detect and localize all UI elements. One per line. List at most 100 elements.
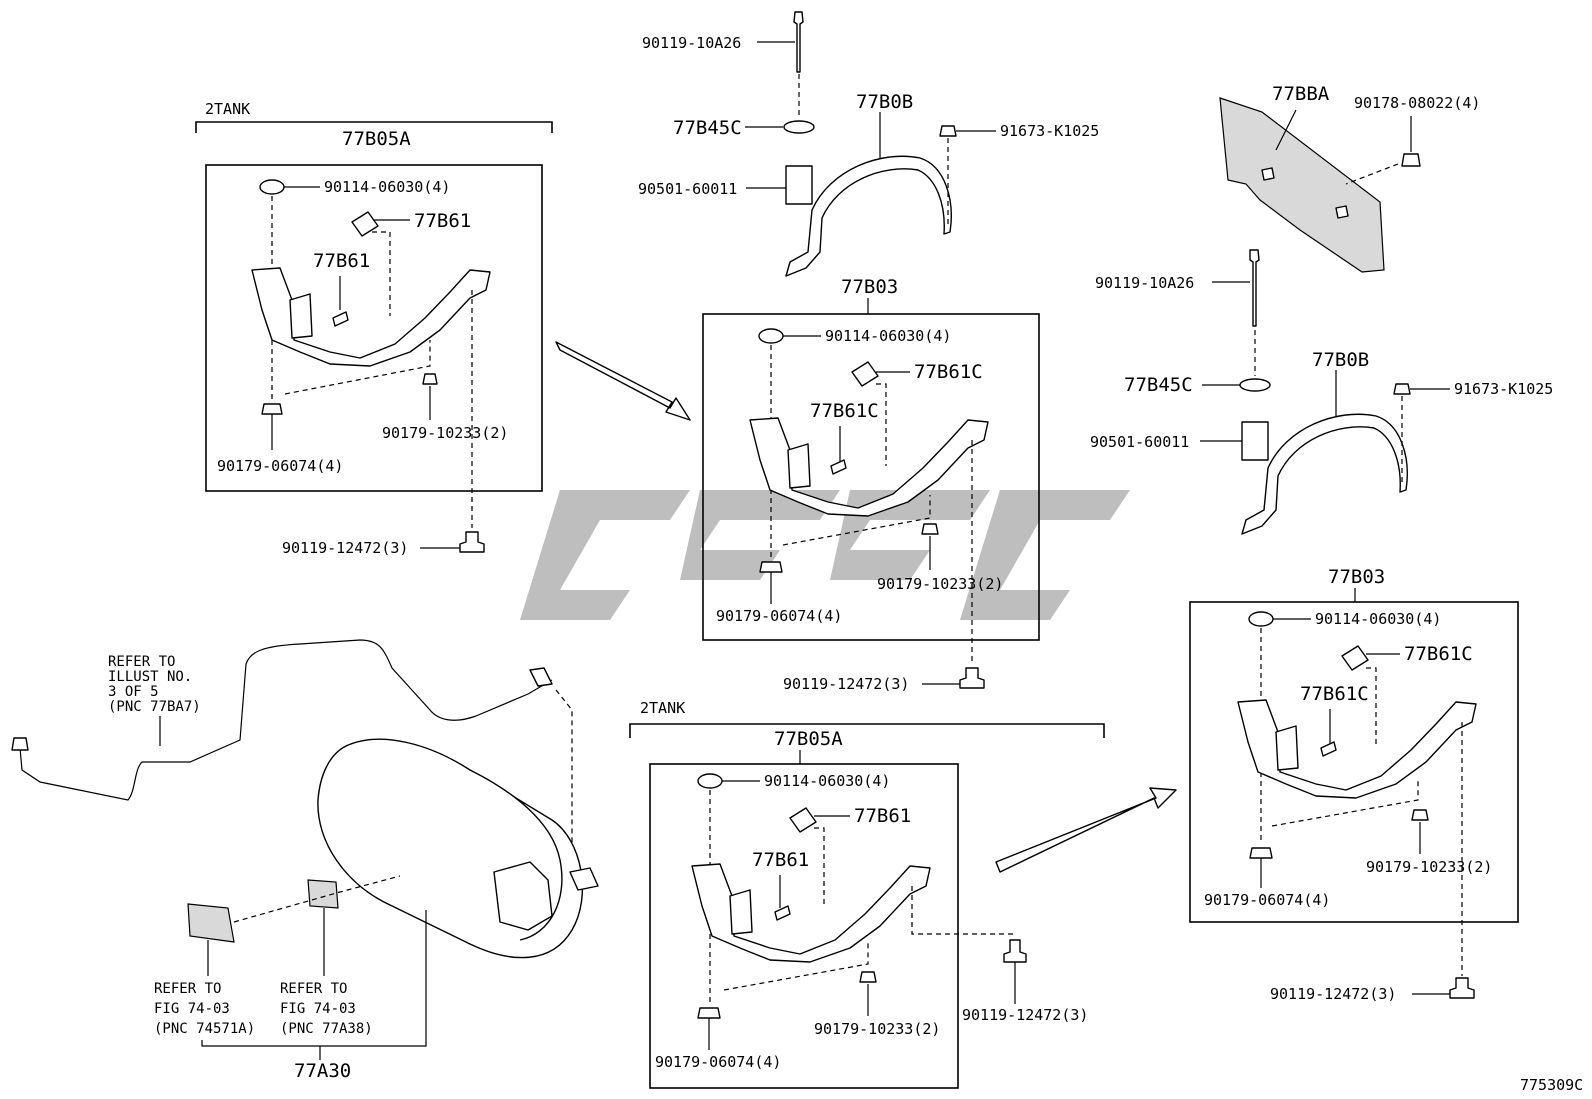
diagram-code: 775309C (1520, 1076, 1583, 1094)
group-2tank-top: 2TANK 77B05A 90114-06030(4) 77B61 77B61 … (195, 100, 553, 528)
clip-bolt-label[interactable]: 91673-K1025 (1454, 380, 1553, 398)
pad-side-label[interactable]: 77B61C (810, 400, 879, 422)
nut-icon (1249, 847, 1273, 859)
bolt-label[interactable]: 90114-06030(4) (324, 178, 450, 196)
assembly-box (205, 164, 543, 492)
collar-label[interactable]: 90501-60011 (1090, 433, 1189, 451)
assembly-box (649, 763, 959, 1089)
assembly-label[interactable]: 77B05A (342, 128, 411, 150)
collar-label[interactable]: 90501-60011 (638, 180, 737, 198)
cover-label[interactable]: 77BBA (1272, 83, 1330, 105)
mount-bolt-c: 90119-12472(3) (962, 939, 1088, 1024)
bolt-label[interactable]: 90114-06030(4) (1315, 610, 1441, 628)
cushion-label[interactable]: 77B45C (673, 117, 742, 139)
refer-illust-line[interactable]: ILLUST NO. (108, 669, 192, 685)
bracket-icon (251, 267, 491, 367)
nut-icon (759, 561, 783, 573)
nut-label[interactable]: 90179-06074(4) (655, 1053, 781, 1071)
bolt-icon (1003, 939, 1027, 963)
mount-bolt-label[interactable]: 90119-12472(3) (783, 675, 909, 693)
refer-label-b-line[interactable]: REFER TO (280, 981, 347, 997)
clip-bolt-label[interactable]: 91673-K1025 (1000, 122, 1099, 140)
bolt-icon (959, 667, 985, 689)
spacer-icon (921, 523, 939, 535)
group-bracket-line (195, 121, 553, 133)
mount-bolt-a: 90119-12472(3) (282, 531, 485, 557)
assembly-bracket-line (201, 910, 427, 1047)
assembly-box (702, 313, 1040, 641)
bolt-icon (459, 531, 485, 553)
pad-icon (851, 361, 879, 387)
tank-assembly-label[interactable]: 77A30 (294, 1060, 351, 1082)
band-assembly-top: 90119-10A26 77B45C 90501-60011 77B0B 916… (638, 11, 1099, 277)
refer-label-b-line[interactable]: (PNC 77A38) (280, 1021, 373, 1037)
cushion-label[interactable]: 77B45C (1124, 374, 1193, 396)
pad-top-label[interactable]: 77B61 (854, 805, 911, 827)
bolt-icon (259, 179, 285, 195)
label-sticker-icon (307, 879, 339, 909)
cushion-icon (1239, 378, 1271, 392)
band-icon (1241, 413, 1408, 535)
cover-icon (1219, 97, 1385, 273)
long-bolt-label[interactable]: 90119-10A26 (1095, 274, 1194, 292)
clip-bolt-icon (1393, 383, 1411, 395)
pad-top-label[interactable]: 77B61 (414, 210, 471, 232)
cushion-icon (783, 120, 815, 134)
bolt-icon (758, 328, 784, 344)
collar-icon (785, 165, 813, 205)
band-label[interactable]: 77B0B (856, 91, 913, 113)
refer-label-a-line[interactable]: REFER TO (154, 981, 221, 997)
bolt-icon (1449, 977, 1475, 999)
bolt-icon (697, 773, 723, 789)
group-bracket-line (629, 723, 1105, 738)
nut-label[interactable]: 90179-06074(4) (217, 457, 343, 475)
spacer-label[interactable]: 90179-10233(2) (382, 424, 508, 442)
nut-label[interactable]: 90179-06074(4) (1204, 891, 1330, 909)
bolt-icon (1248, 611, 1274, 627)
bolt-label[interactable]: 90114-06030(4) (825, 327, 951, 345)
refer-illust-line[interactable]: REFER TO (108, 654, 175, 670)
collar-icon (1241, 421, 1269, 461)
mount-bolt-label[interactable]: 90119-12472(3) (282, 539, 408, 557)
group-title: 2TANK (640, 699, 685, 717)
assembly-label[interactable]: 77B05A (774, 728, 843, 750)
bracket-icon (1237, 699, 1477, 799)
pad-side-label[interactable]: 77B61C (1300, 683, 1369, 705)
assembly-label[interactable]: 77B03 (1328, 566, 1385, 588)
clip-bolt-icon (939, 125, 957, 137)
nut-label[interactable]: 90178-08022(4) (1354, 94, 1480, 112)
spacer-label[interactable]: 90179-10233(2) (1366, 858, 1492, 876)
band-label[interactable]: 77B0B (1312, 349, 1369, 371)
pad-top-label[interactable]: 77B61C (1404, 643, 1473, 665)
mount-bolt-label[interactable]: 90119-12472(3) (1270, 985, 1396, 1003)
pad-top-label[interactable]: 77B61C (914, 361, 983, 383)
assembly-box (1189, 601, 1519, 923)
assembly-label[interactable]: 77B03 (841, 276, 898, 298)
nut-icon (1401, 153, 1421, 167)
pipe-icon (19, 639, 553, 801)
bracket-icon (749, 417, 989, 517)
valve-icon (493, 861, 553, 931)
spacer-label[interactable]: 90179-10233(2) (814, 1020, 940, 1038)
refer-illust-line[interactable]: 3 OF 5 (108, 684, 159, 700)
bolt-label[interactable]: 90114-06030(4) (764, 772, 890, 790)
group-bracket-center: 77B03 90114-06030(4) 77B61C 77B61C 90179… (702, 276, 1040, 664)
refer-label-b-line[interactable]: FIG 74-03 (280, 1001, 356, 1017)
nut-icon (261, 403, 283, 415)
arrow-icon (995, 787, 1177, 873)
nut-icon (697, 1007, 721, 1019)
spacer-label[interactable]: 90179-10233(2) (877, 575, 1003, 593)
connector-icon (529, 667, 553, 687)
refer-illust-line[interactable]: (PNC 77BA7) (108, 699, 201, 715)
long-bolt-label[interactable]: 90119-10A26 (642, 34, 741, 52)
refer-label-a-line[interactable]: (PNC 74571A) (154, 1021, 255, 1037)
band-icon (785, 155, 952, 277)
tank-assembly: REFER TO ILLUST NO. 3 OF 5 (PNC 77BA7) R… (11, 639, 599, 1082)
pad-side-label[interactable]: 77B61 (752, 849, 809, 871)
nut-label[interactable]: 90179-06074(4) (716, 607, 842, 625)
pad-side-label[interactable]: 77B61 (313, 250, 370, 272)
mount-bolt-label[interactable]: 90119-12472(3) (962, 1006, 1088, 1024)
refer-label-a-line[interactable]: FIG 74-03 (154, 1001, 230, 1017)
group-2tank-bottom: 2TANK 77B05A 90114-06030(4) 77B61 77B61 … (629, 699, 1105, 1089)
spacer-icon (422, 373, 438, 385)
